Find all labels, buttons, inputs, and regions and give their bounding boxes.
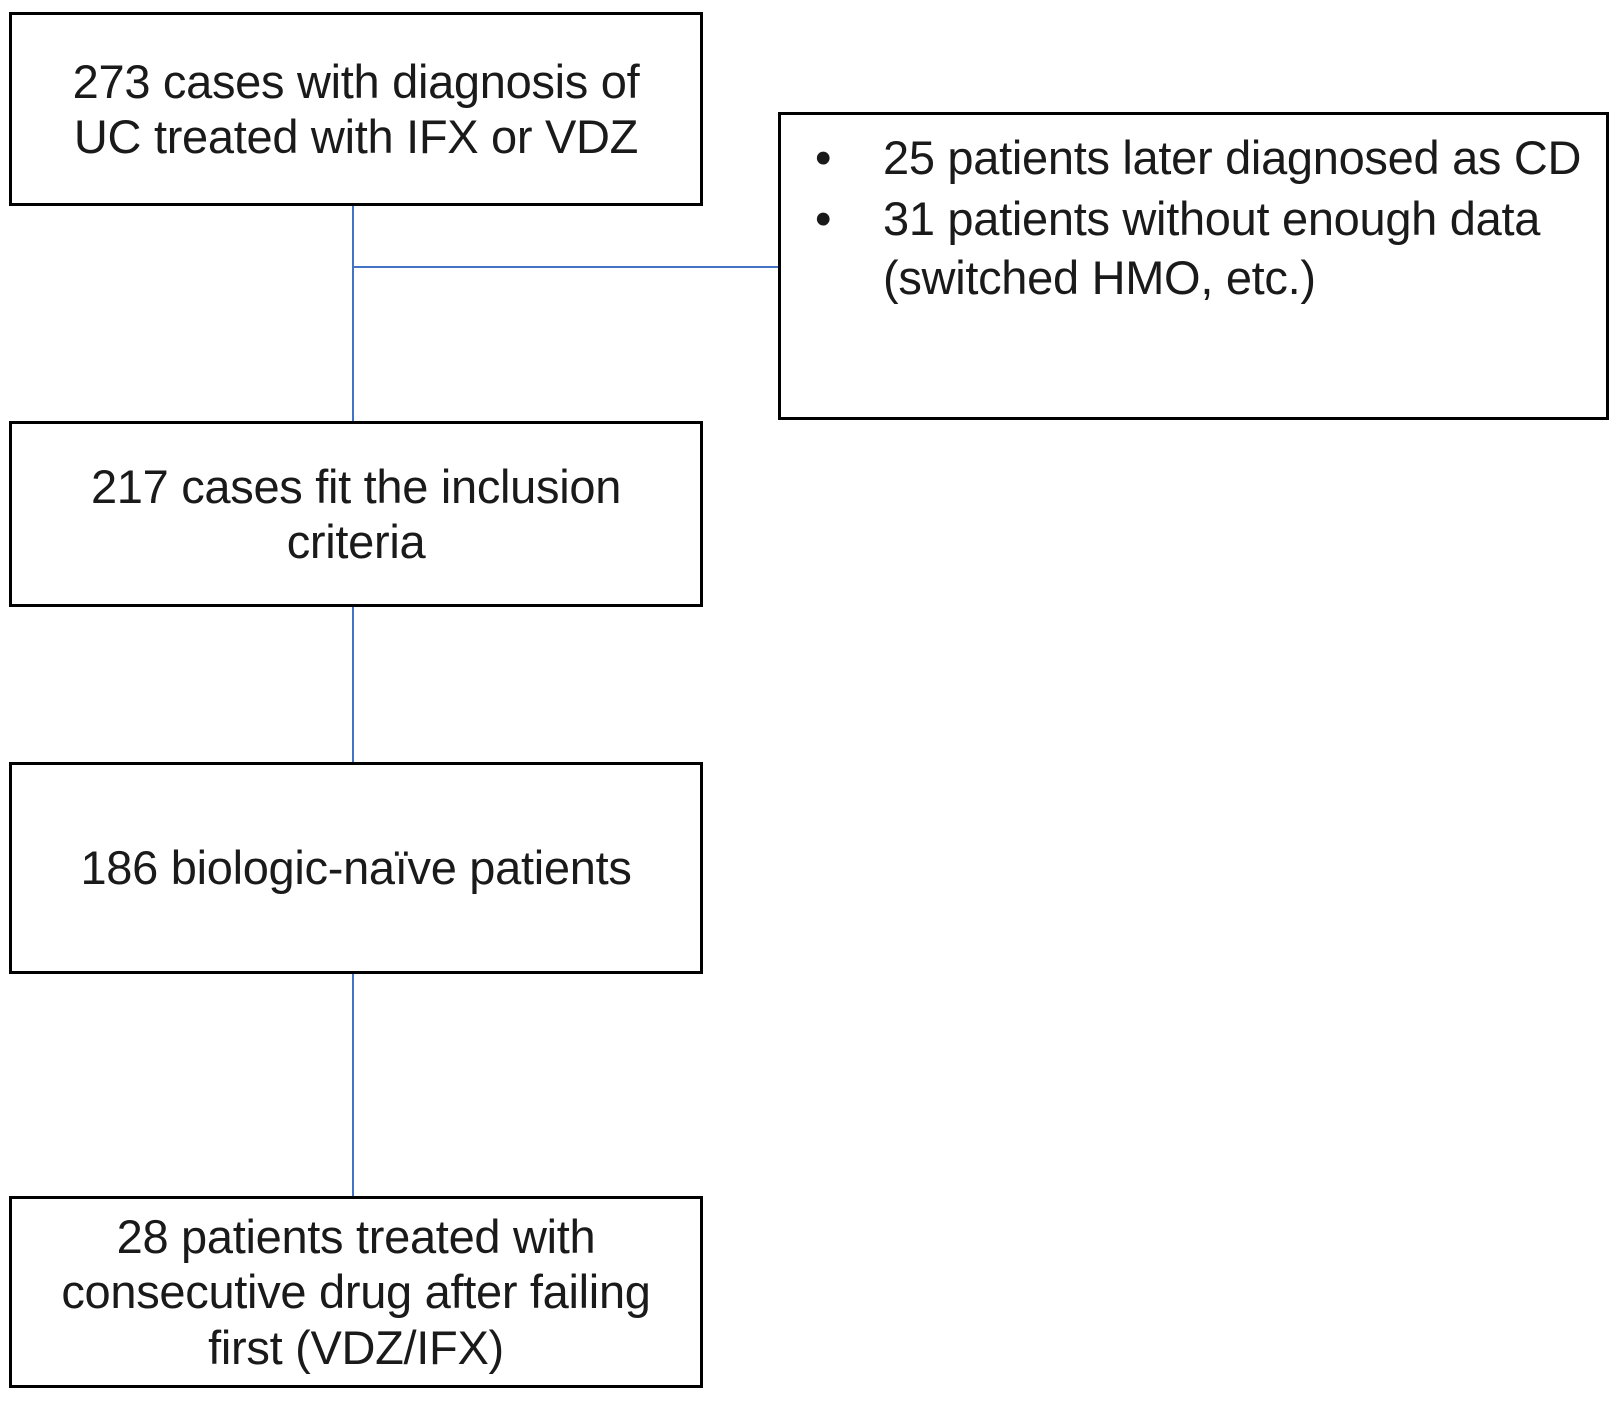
node-screened-cases: 273 cases with diagnosis of UC treated w… [9, 12, 703, 206]
connector-included-to-naive [352, 607, 354, 764]
node-included-cases-label: 217 cases fit the inclusion criteria [90, 459, 622, 568]
node-consecutive-drug-patients-label: 28 patients treated with consecutive dru… [61, 1209, 651, 1374]
bullet-icon: • [815, 191, 832, 245]
connector-naive-to-switched [352, 974, 354, 1197]
bullet-icon: • [815, 131, 832, 184]
node-biologic-naive-patients-label: 186 biologic-naïve patients [80, 841, 632, 895]
list-item: • 25 patients later diagnosed as CD [791, 129, 1596, 188]
node-consecutive-drug-patients: 28 patients treated with consecutive dru… [9, 1196, 703, 1388]
node-biologic-naive-patients: 186 biologic-naïve patients [9, 762, 703, 974]
exclusion-list: • 25 patients later diagnosed as CD • 31… [791, 129, 1596, 307]
node-exclusions: • 25 patients later diagnosed as CD • 31… [778, 112, 1609, 420]
node-screened-cases-label: 273 cases with diagnosis of UC treated w… [72, 54, 640, 163]
connector-trunk-to-exclusions [352, 266, 780, 268]
connector-screened-to-included [352, 206, 354, 422]
exclusion-item-label: 25 patients later diagnosed as CD [883, 131, 1582, 184]
node-included-cases: 217 cases fit the inclusion criteria [9, 421, 703, 607]
exclusion-item-label: 31 patients without enough data (switche… [883, 191, 1541, 304]
list-item: • 31 patients without enough data (switc… [791, 190, 1596, 308]
